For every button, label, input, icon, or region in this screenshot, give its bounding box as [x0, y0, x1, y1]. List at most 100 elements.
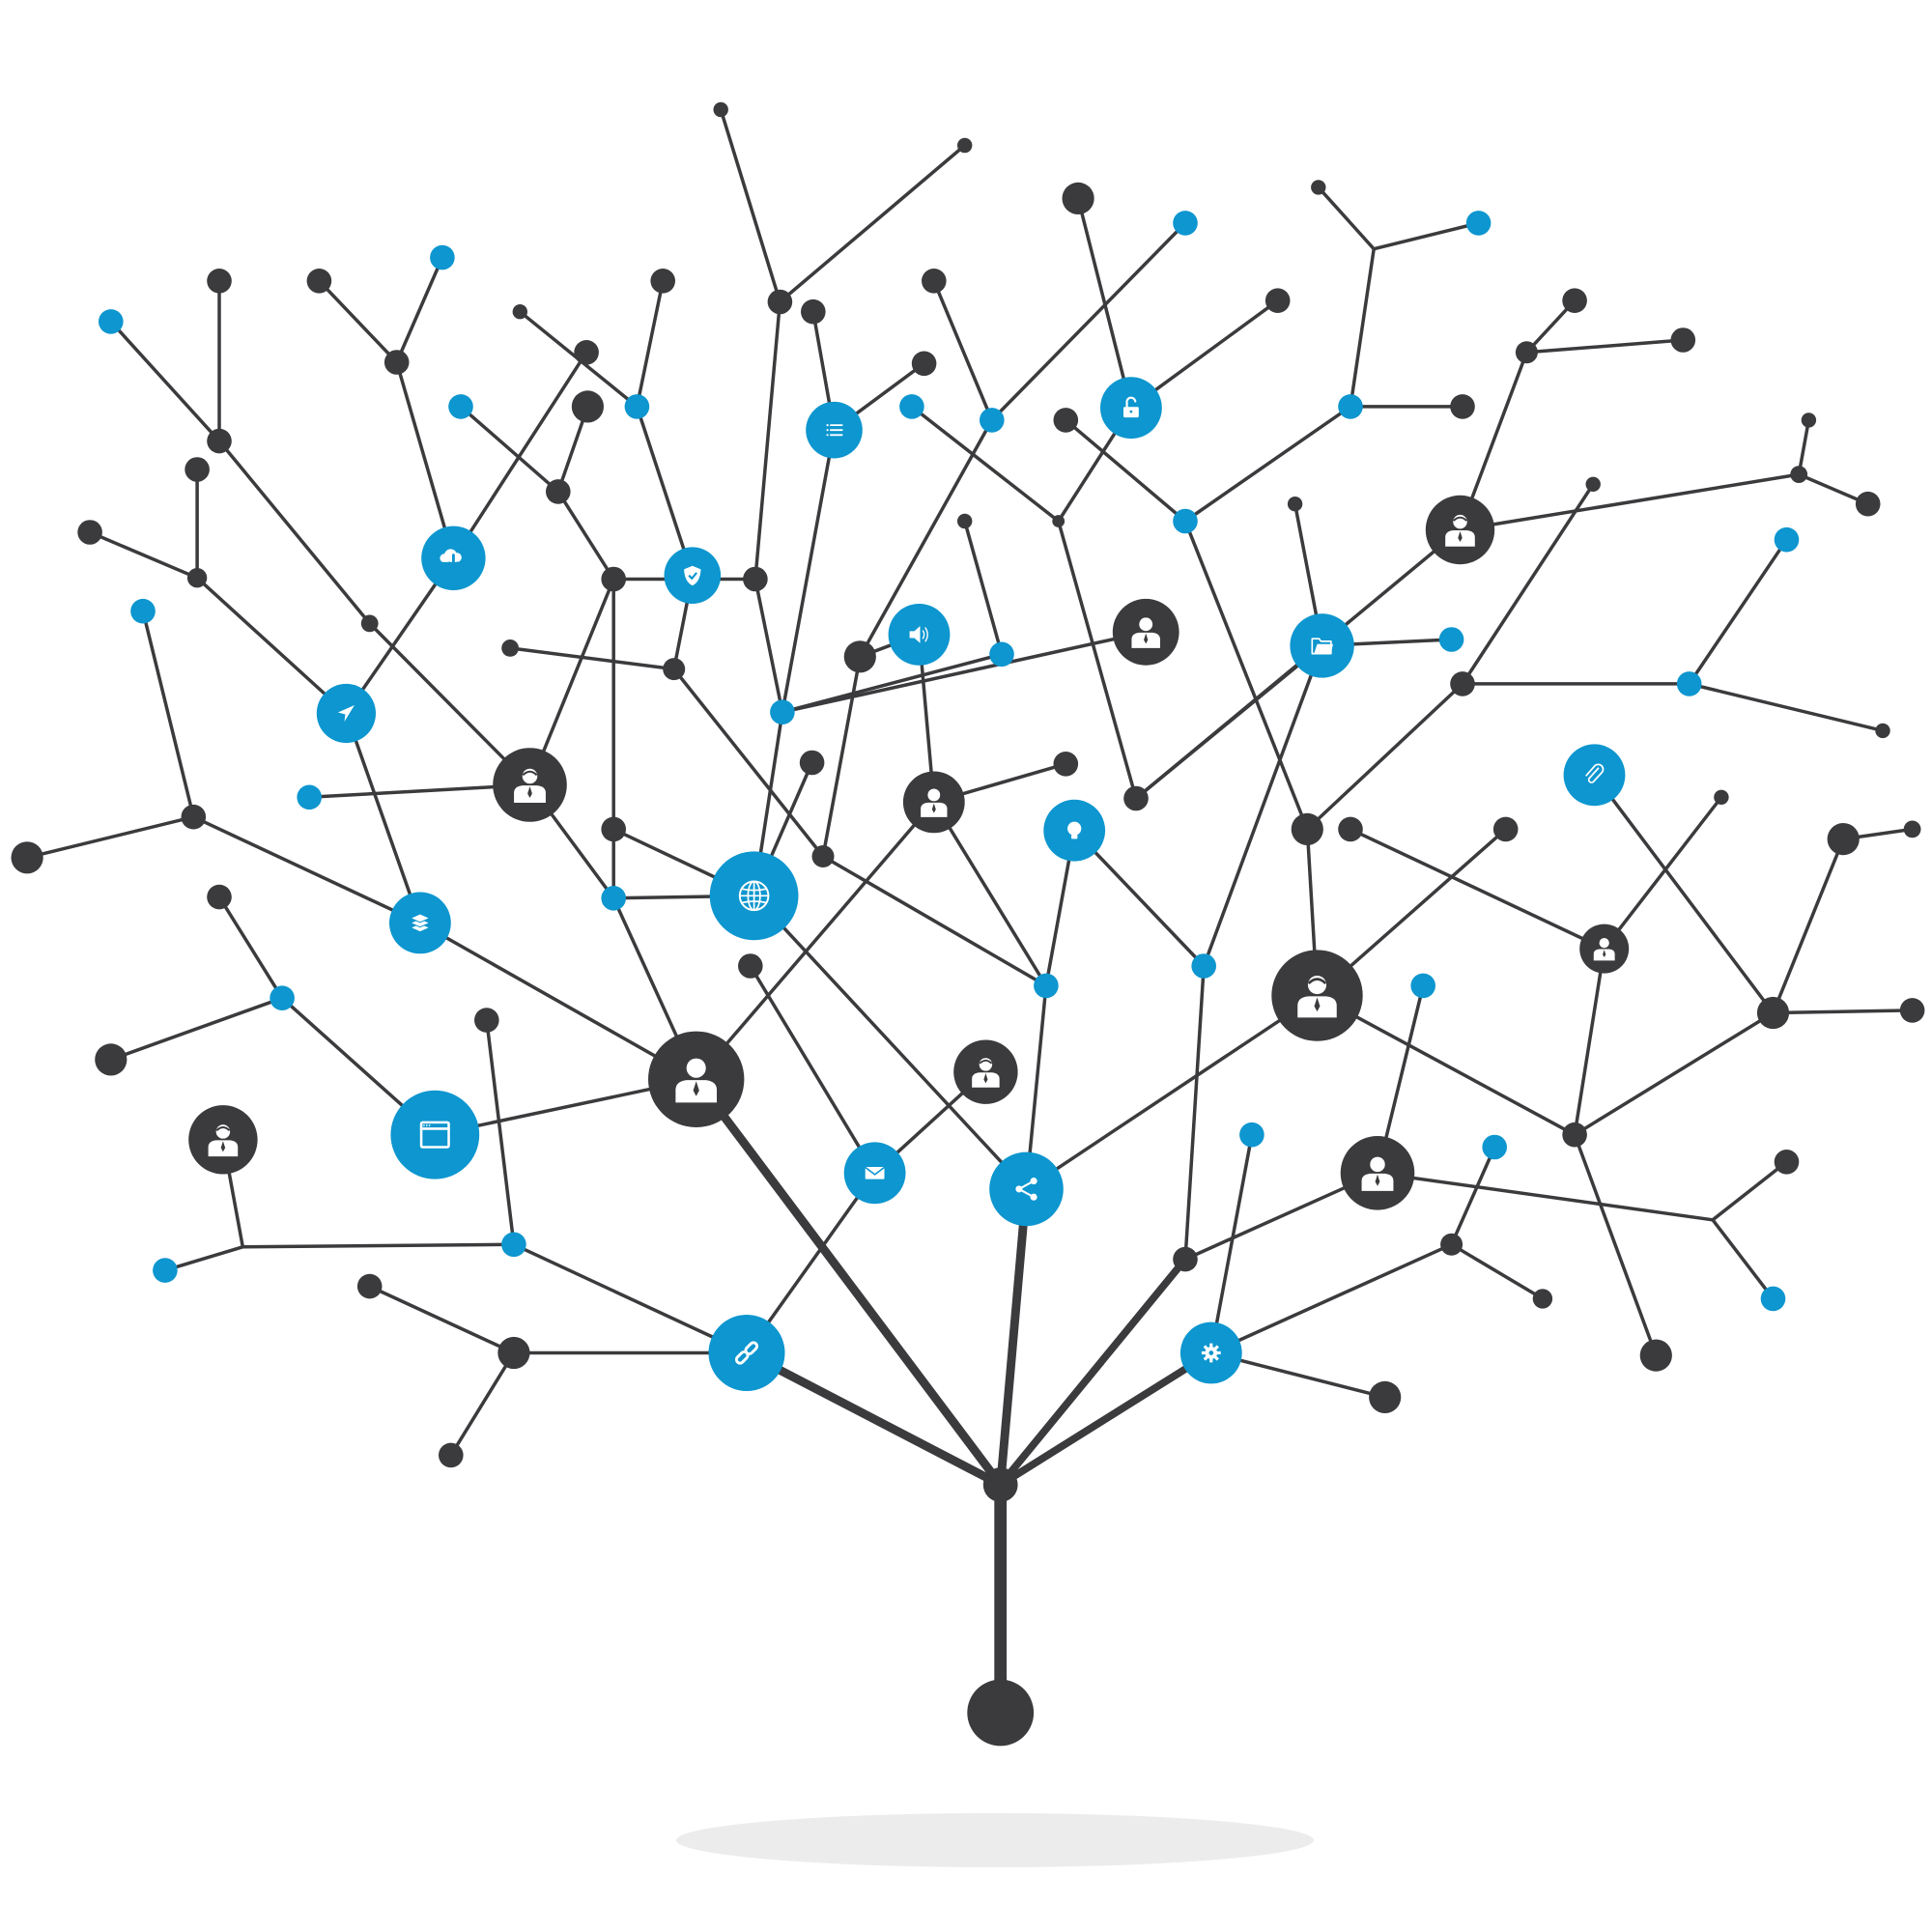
branch-line-113 [1209, 1242, 1454, 1355]
dark-node-a42 [1053, 752, 1079, 777]
dark-node-a22 [360, 614, 379, 633]
branch-line-50 [1072, 828, 1206, 968]
dark-node-a47 [1062, 182, 1094, 214]
blue-node-a30 [601, 886, 626, 911]
dark-node-a38 [799, 750, 825, 776]
user-male-icon [493, 748, 567, 822]
branch-line-72 [1064, 418, 1187, 524]
blue-node-a18 [430, 244, 455, 270]
dark-node-a1 [767, 289, 793, 315]
branch-line-22 [778, 143, 967, 304]
blue-node-a58 [1191, 953, 1216, 979]
dark-node-a31 [663, 658, 686, 681]
folder-icon [1290, 613, 1354, 678]
dark-node-a33 [811, 845, 835, 867]
branch-line-83 [1602, 795, 1723, 951]
blue-node-a35 [980, 408, 1005, 433]
blue-node-a48 [1173, 508, 1198, 534]
branch-line-109 [1711, 1160, 1789, 1222]
branch-line-56 [753, 577, 784, 714]
branch-line-28 [217, 439, 372, 626]
dark-node-a93 [95, 1043, 128, 1076]
branch-line-8 [344, 711, 422, 925]
branch-line-16 [451, 351, 588, 560]
branch-line-126 [449, 1350, 516, 1458]
branch-line-121 [241, 1242, 516, 1249]
branch-line-110 [1711, 1218, 1776, 1301]
branch-line-122 [163, 1245, 245, 1272]
branch-line-trunk-2 [742, 1349, 1006, 1490]
branch-line-67 [1461, 482, 1595, 686]
dark-node-a10 [601, 566, 626, 592]
branch-line-11 [88, 530, 199, 580]
dark-node-a4 [743, 566, 768, 592]
blue-node-a60 [1438, 627, 1464, 652]
branch-line-40 [990, 221, 1187, 422]
dark-node-a92 [207, 884, 232, 910]
blue-node-a27 [130, 598, 156, 624]
dark-node-a6 [911, 351, 937, 377]
blue-node-a88 [1239, 1122, 1264, 1148]
mail-envelope-icon [843, 1142, 906, 1205]
blue-node-a81 [1410, 973, 1435, 999]
branch-line-48 [821, 854, 1048, 988]
branch-line-trunk-5 [996, 1349, 1215, 1489]
user-female-icon [1340, 1136, 1415, 1210]
dark-node-a67 [1562, 288, 1587, 314]
blue-node-a55 [1465, 211, 1492, 236]
shield-check-icon [664, 547, 722, 604]
branch-line-75 [1349, 246, 1376, 409]
blue-node-a87 [1760, 1286, 1786, 1312]
blue-node-a51 [1338, 394, 1363, 419]
branch-line-5 [191, 814, 422, 925]
branch-line-82 [1349, 827, 1606, 951]
user-female-icon [1112, 598, 1179, 666]
user-male-icon [188, 1105, 258, 1175]
branch-line-58 [962, 519, 1004, 657]
branch-line-86 [1771, 837, 1845, 1015]
dark-node-a32 [501, 639, 519, 657]
list-icon [806, 401, 863, 459]
branch-line-88 [1771, 1009, 1915, 1015]
globe-icon [709, 851, 799, 941]
branch-line-111 [1209, 1132, 1254, 1355]
branch-line-103 [1458, 472, 1801, 532]
dark-node-a76 [1639, 1339, 1672, 1372]
blue-node-a15 [448, 394, 473, 419]
dark-node-a17 [306, 269, 332, 294]
branch-line-89 [1183, 964, 1206, 1262]
blue-node-a21 [99, 309, 124, 334]
dark-node-a59 [1287, 497, 1303, 512]
blue-node-a36 [1173, 211, 1198, 236]
dark-node-a99 [356, 1273, 383, 1299]
dark-node-a14 [571, 390, 605, 423]
dark-node-a2 [713, 101, 728, 118]
dark-node-a23 [186, 568, 208, 588]
branch-line-90 [1202, 643, 1324, 968]
dark-node-a65 [1875, 723, 1890, 739]
icon-nodes [188, 377, 1630, 1391]
blue-node-a43 [989, 641, 1014, 668]
branch-line-27 [367, 621, 532, 787]
branch-line-14 [317, 279, 399, 364]
dark-node-a66 [1515, 341, 1538, 364]
branch-line-32 [527, 577, 615, 787]
user-male-icon [1425, 495, 1495, 565]
branch-line-79 [1315, 993, 1577, 1137]
dark-node-a73 [1492, 816, 1519, 842]
branch-line-3 [217, 895, 284, 1000]
user-female-icon [1579, 923, 1630, 974]
branch-line-77 [1372, 221, 1481, 251]
browser-window-icon [390, 1090, 480, 1179]
dark-node-a20 [207, 269, 232, 294]
dark-node-a61 [1450, 671, 1475, 696]
branch-line-66 [1305, 682, 1464, 832]
dark-node-a45 [1052, 515, 1065, 527]
dark-node-a95 [474, 1008, 499, 1033]
share-icon [989, 1151, 1064, 1227]
dark-node-a9 [650, 269, 675, 294]
branch-line-119 [512, 1242, 749, 1355]
branch-line-84 [1573, 1010, 1776, 1137]
dark-node-a62 [1585, 476, 1601, 492]
